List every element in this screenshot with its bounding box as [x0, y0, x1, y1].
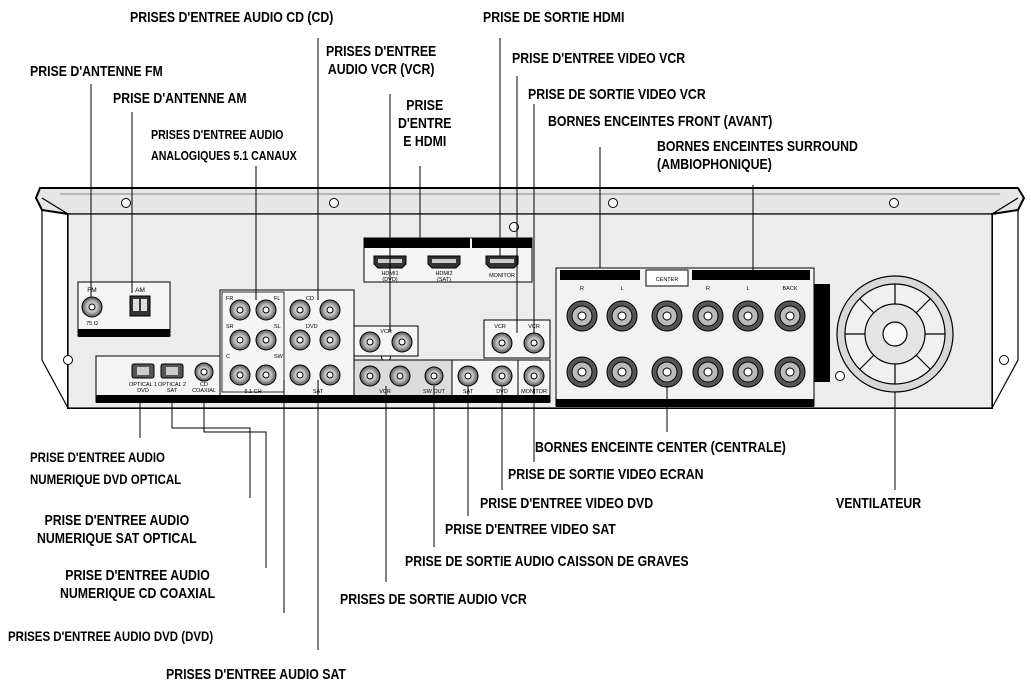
radio-antenna-block: RADIO ANT FM AM 75 Ω: [77, 281, 171, 337]
audio-out-block: AUDIO OUT VCR SW OUT: [353, 359, 453, 403]
dvd-jack-label: DVD: [306, 324, 318, 330]
minus-symbol: ⊖: [817, 345, 827, 359]
cd-audio-in-callout: PRISES D'ENTREE AUDIO CD (CD): [130, 9, 334, 26]
leader-lines: [90, 38, 896, 650]
video-in-block: VIDEO IN SAT DVD: [451, 359, 519, 403]
optical2-label: OPTICAL 2: [158, 382, 186, 388]
ch51-label: 5.1 CH: [244, 389, 261, 395]
sl-label: SL: [274, 324, 281, 330]
hdmi2-sub: (SAT): [437, 277, 451, 283]
hdmi-out-label: HDMI OUT: [488, 242, 516, 248]
hdmi-in-label: HDMI IN: [406, 242, 427, 248]
sat-video-in-callout: PRISE D'ENTREE VIDEO SAT: [445, 521, 616, 538]
optical1-label: OPTICAL 1: [129, 382, 157, 388]
fm-antenna-callout: PRISE D'ANTENNE FM: [30, 63, 163, 80]
fan-callout: VENTILATEUR: [836, 495, 922, 512]
surround-r-label: R: [706, 286, 710, 292]
cd-coaxial-callout: PRISE D'ENTREE AUDIO NUMERIQUE CD COAXIA…: [60, 567, 216, 602]
hdmi-block: HDMI IN HDMI OUT HDMI1 (DVD) HDMI2 (SAT)…: [363, 237, 533, 283]
fm-label: FM: [87, 287, 96, 294]
front-speakers-callout: BORNES ENCEINTES FRONT (AVANT): [548, 113, 773, 130]
vcr-audio-in-block: VCR: [353, 325, 419, 357]
analog-51-callout: PRISES D'ENTREE AUDIO ANALOGIQUES 5.1 CA…: [151, 127, 297, 163]
am-antenna-callout: PRISE D'ANTENNE AM: [113, 90, 247, 107]
video-in-label: VIDEO IN: [473, 397, 497, 403]
c-label: C: [226, 354, 230, 360]
speaker-binding-posts[interactable]: [566, 300, 806, 388]
optical1-sub: DVD: [137, 388, 149, 394]
analog-audio-in-block: AUDIO IN 5.1 CH FR FL SR SL C SW CD DVD …: [219, 289, 355, 403]
optical2-sub: SAT: [167, 388, 178, 394]
surround-speakers-callout: BORNES ENCEINTES SURROUND (AMBIOPHONIQUE…: [657, 138, 858, 173]
dvd-optical-callout: PRISE D'ENTREE AUDIO NUMERIQUE DVD OPTIC…: [30, 449, 182, 487]
vcr-out-label: VCR: [379, 389, 391, 395]
digital-audio-in-block: DIGITAL AUDIO IN OPTICAL 1 DVD OPTICAL 2…: [95, 355, 221, 403]
fl-label: FL: [274, 296, 280, 302]
coaxial-label: COAXIAL: [192, 388, 216, 394]
vcr-video-out-callout: PRISE DE SORTIE VIDEO VCR: [528, 86, 706, 103]
digital-audio-in-label: DIGITAL AUDIO IN: [135, 397, 181, 403]
dvd-video-in-callout: PRISE D'ENTREE VIDEO DVD: [480, 495, 654, 512]
coaxial-cd-label: CD: [200, 382, 208, 388]
ohm-label: 75 Ω: [86, 321, 98, 327]
front-l-label: L: [620, 286, 623, 292]
sat-audio-in-callout: PRISES D'ENTREE AUDIO SAT: [166, 666, 346, 683]
cooling-fan-grille: [836, 275, 954, 393]
hdmi2-label: HDMI2: [435, 271, 452, 277]
front-label: FRONT: [591, 274, 611, 280]
center-label: CENTER: [656, 277, 679, 283]
sr-label: SR: [226, 324, 234, 330]
vcr-audio-in-callout: PRISES D'ENTREE AUDIO VCR (VCR): [326, 43, 437, 78]
front-r-label: R: [580, 286, 584, 292]
subwoofer-out-callout: PRISE DE SORTIE AUDIO CAISSON DE GRAVES: [405, 553, 689, 570]
vcr-in-label: VCR: [380, 329, 392, 335]
speaker-terminals-block: FRONT CENTER SURROUND R L R L BACK SPEAK…: [555, 267, 830, 407]
hdmi-in-callout: PRISE D'ENTRE E HDMI: [398, 97, 452, 150]
monitor-video-out-callout: PRISE DE SORTIE VIDEO ECRAN: [508, 466, 704, 483]
speakers-out-label: SPEAKERS OUT: [664, 401, 707, 407]
audio-out-label: AUDIO OUT: [388, 397, 419, 403]
vcr-audio-out-callout: PRISES DE SORTIE AUDIO VCR: [340, 591, 527, 608]
audio-in-label: AUDIO IN: [275, 397, 299, 403]
center-speaker-callout: BORNES ENCEINTE CENTER (CENTRALE): [535, 439, 786, 456]
vcr-video-in-callout: PRISE D'ENTREE VIDEO VCR: [512, 50, 686, 67]
sat-optical-callout: PRISE D'ENTREE AUDIO NUMERIQUE SAT OPTIC…: [37, 512, 197, 547]
sw-label: SW: [274, 354, 284, 360]
dvd-audio-in-callout: PRISES D'ENTREE AUDIO DVD (DVD): [8, 628, 214, 644]
surround-label: SURROUND: [735, 274, 767, 280]
radio-ant-label: RADIO ANT: [106, 330, 141, 337]
fr-label: FR: [226, 296, 233, 302]
plus-symbol: ⊕: [817, 297, 827, 311]
analog-rca-jacks[interactable]: [229, 299, 341, 386]
am-label: AM: [135, 287, 145, 294]
vcr-video-in-label: VCR: [494, 324, 506, 330]
cd-jack-label: CD: [306, 296, 314, 302]
surround-back-label: BACK: [783, 286, 798, 292]
hdmi-out-callout: PRISE DE SORTIE HDMI: [483, 9, 625, 26]
surround-l-label: L: [746, 286, 749, 292]
hdmi-monitor-label: MONITOR: [489, 273, 515, 279]
